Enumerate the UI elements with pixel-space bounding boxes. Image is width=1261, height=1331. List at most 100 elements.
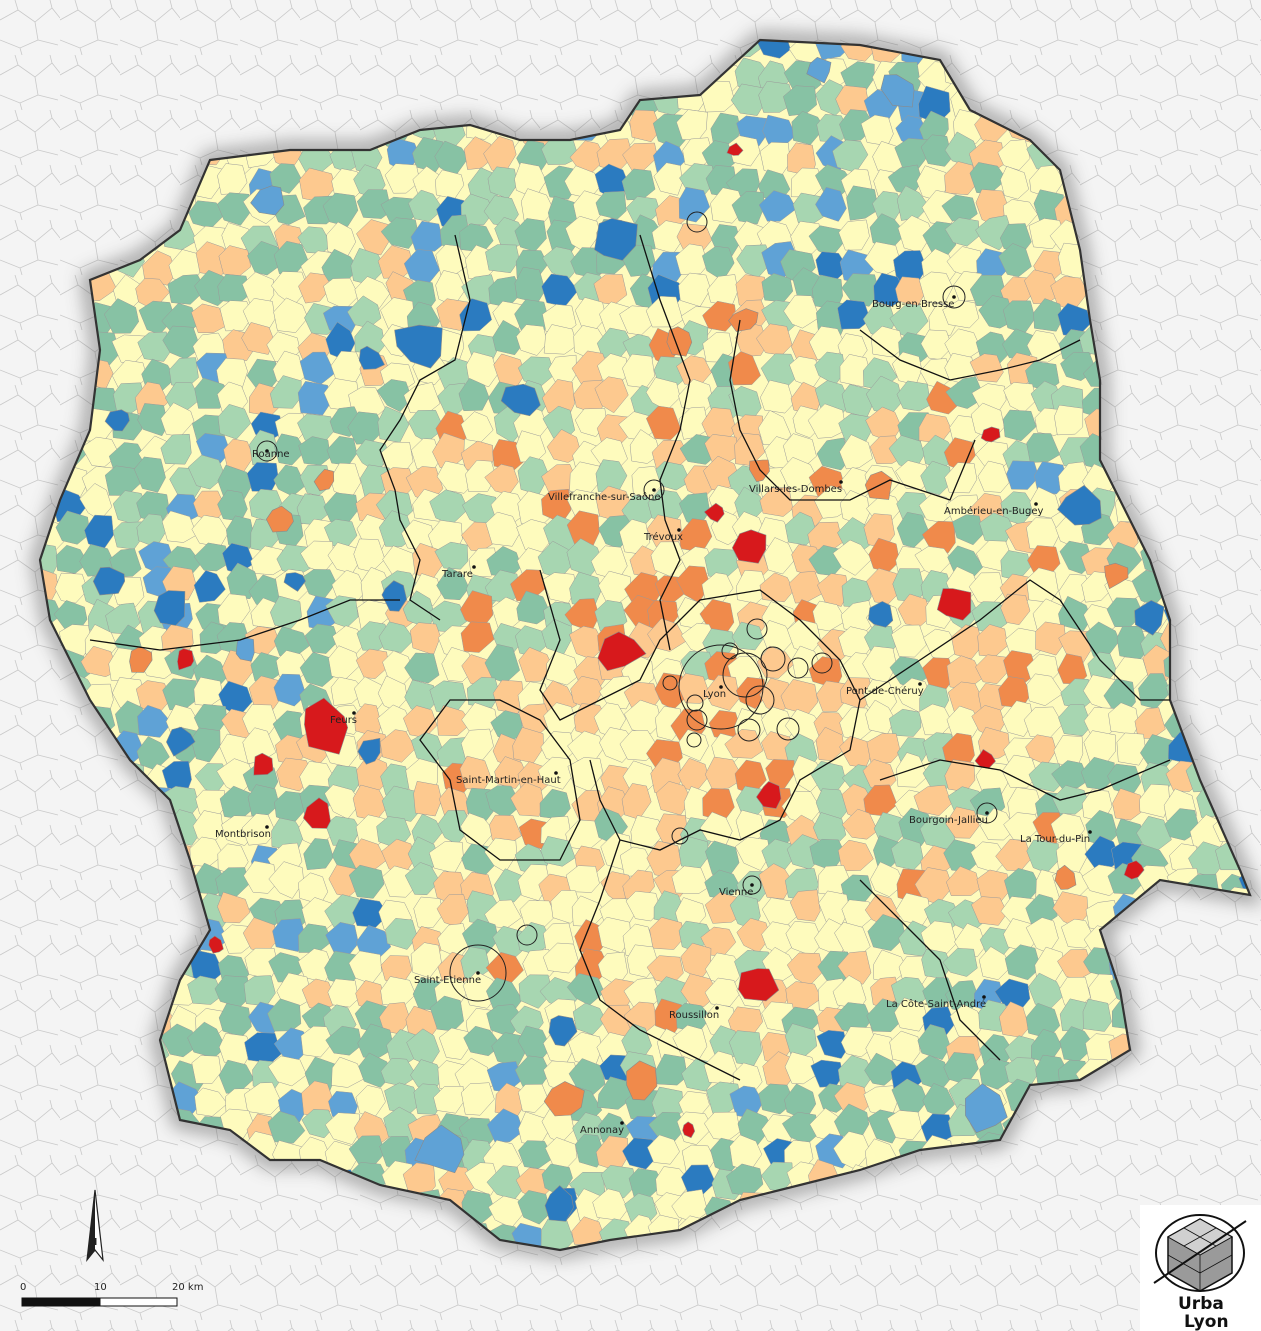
commune [267,1110,306,1144]
north-arrow: N [86,1189,104,1263]
commune [724,729,764,759]
highlight-communes [92,56,1165,1222]
city-label: Pont-de-Chéruy [846,685,924,697]
commune [942,299,980,329]
commune [380,217,419,249]
commune [412,137,445,173]
commune [187,975,224,1005]
commune [789,889,821,922]
commune [410,220,445,252]
commune [269,163,302,194]
commune [1058,595,1092,632]
city-label: La Côte-Saint-André [886,998,986,1010]
commune [358,1052,391,1088]
commune-blue [868,601,894,628]
commune [841,273,880,307]
commune [1000,165,1029,200]
commune [678,729,709,762]
commune [1034,461,1068,495]
commune [944,462,978,494]
city-roanne: Roanne [252,449,290,460]
proportional-circle [976,802,998,824]
commune [734,836,771,871]
commune-blue [283,572,306,592]
city-stmartin: Saint-Martin-en-Haut [456,771,561,786]
commune [736,676,767,710]
boundary-south [579,839,741,1081]
commune [303,838,334,870]
boundary-stmartin [419,699,581,861]
city-bourg: Bourg-en-Bresse [872,295,956,310]
city-dot [620,1121,624,1125]
commune [1033,298,1063,332]
commune [837,839,874,872]
commune-orange [129,646,153,673]
commune [978,946,1012,980]
commune [269,375,302,409]
city-dot [719,685,723,689]
proportional-circle [686,694,704,712]
commune-light-blue [414,1124,465,1174]
commune [837,299,871,330]
commune [376,379,413,413]
city-stetienne: Saint-Etienne [414,971,481,986]
commune [913,784,952,816]
commune [330,676,366,706]
commune [841,384,874,418]
commune [1000,593,1031,625]
commune [1004,944,1041,981]
city-roussillon: Roussillon [669,1006,719,1021]
commune [1051,760,1090,789]
commune [298,272,333,304]
commune-blue [92,566,126,596]
logo-text-line2: Lyon [1184,1312,1229,1331]
commune-blue [500,383,541,417]
commune-orange [265,505,294,533]
commune [653,162,683,196]
proportional-circle [742,875,762,895]
north-label: N [89,1237,97,1248]
commune [894,997,928,1032]
commune [410,942,442,979]
city-cote: La Côte-Saint-André [886,995,986,1010]
commune [433,1086,464,1114]
commune-red [737,968,780,1002]
city-vienne: Vienne [719,883,754,898]
proportional-circle [722,652,768,698]
commune [243,860,278,894]
city-dot [476,971,480,975]
commune-red [177,648,195,671]
city-dot [1088,830,1092,834]
proportional-circle [787,657,809,679]
commune [1112,788,1147,821]
commune [1080,756,1115,790]
commune [1082,998,1112,1032]
commune [866,998,902,1032]
commune-blue [166,726,196,757]
proportional-circles [256,211,998,1002]
commune [268,861,304,899]
commune [594,376,629,414]
commune [917,1024,951,1060]
commune-light-blue [806,56,832,84]
city-montbrison: Montbrison [215,825,271,840]
urbalyon-logo: Urba Lyon [1140,1205,1261,1331]
commune [598,675,636,710]
commune [946,705,981,740]
commune [998,243,1032,277]
boundary-north-west [379,234,471,621]
commune [896,185,930,221]
commune [1026,433,1061,463]
commune [1035,621,1067,656]
commune-orange [626,1060,658,1101]
city-label: Trévoux [643,531,683,543]
commune [1081,864,1120,896]
proportional-circle [662,675,678,691]
commune [241,322,275,355]
commune [485,511,521,547]
commune [839,434,873,470]
commune-blue [1057,485,1102,526]
city-dot [715,1006,719,1010]
commune-blue [381,580,408,612]
